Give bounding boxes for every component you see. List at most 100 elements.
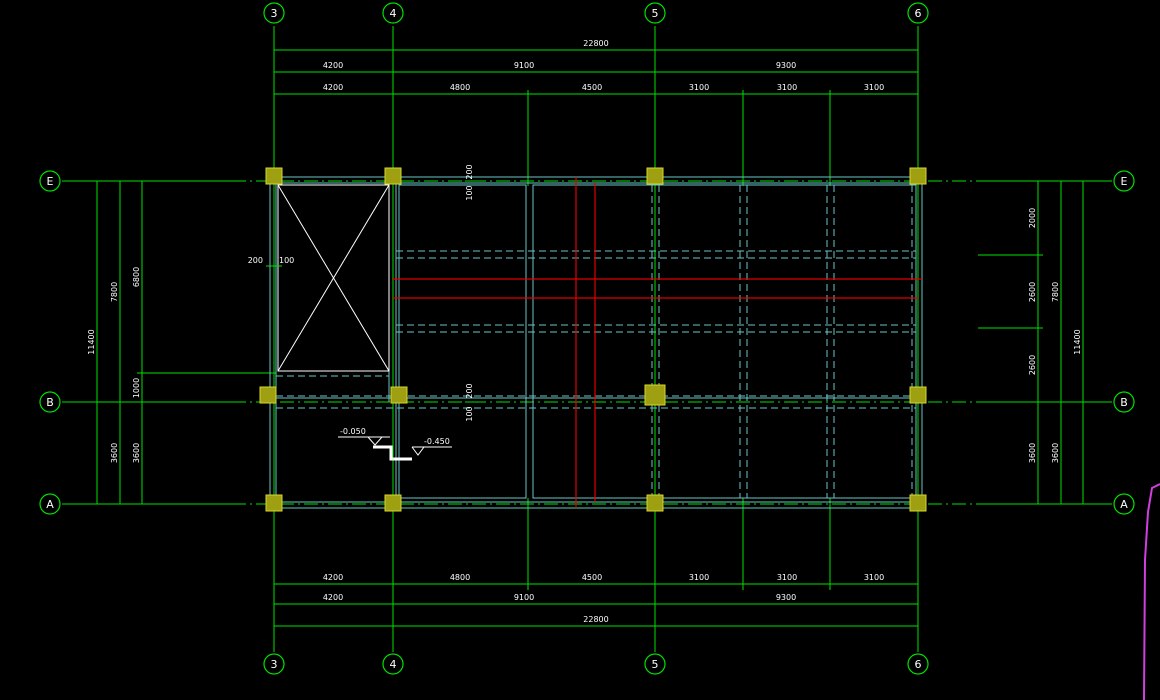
level-1-triangle bbox=[367, 436, 383, 446]
dim-bottom-detail-1: 4800 bbox=[450, 573, 470, 582]
dim-left-inner-0: 6800 bbox=[132, 267, 141, 287]
left-dimensions: 11400 7800 3600 6800 1000 3600 bbox=[87, 180, 276, 505]
dim-left-total: 11400 bbox=[87, 329, 96, 354]
dim-bottom-detail-5: 3100 bbox=[864, 573, 884, 582]
beam-mid-annotation-b: 100 bbox=[465, 406, 474, 421]
bubble-b-right bbox=[1113, 391, 1135, 413]
bubble-3-bottom-label: 3 bbox=[271, 658, 278, 671]
small-annotations: 200 100 200 100 200 100 bbox=[248, 164, 482, 422]
bubble-e-right-label: E bbox=[1121, 175, 1128, 188]
column-5b bbox=[644, 384, 666, 406]
column-3b bbox=[259, 386, 277, 404]
bubble-b-left bbox=[39, 391, 61, 413]
columns bbox=[259, 167, 927, 512]
bubble-4-top-label: 4 bbox=[390, 7, 397, 20]
dim-right-mid-1: 3600 bbox=[1051, 443, 1060, 463]
bubble-4-bottom bbox=[382, 653, 404, 675]
dim-top-mid-2: 9300 bbox=[776, 61, 796, 70]
column-6a bbox=[909, 494, 927, 512]
opening-frame bbox=[277, 184, 390, 372]
right-dimensions: 2000 2600 2600 3600 7800 3600 11400 bbox=[978, 180, 1088, 505]
dim-top-detail-1: 4800 bbox=[450, 83, 470, 92]
bubble-5-top-label: 5 bbox=[652, 7, 659, 20]
dim-top-total: 22800 bbox=[583, 39, 608, 48]
dim-top-detail-5: 3100 bbox=[864, 83, 884, 92]
opening-diagonal-2 bbox=[277, 184, 390, 372]
dim-left-mid-1: 3600 bbox=[110, 443, 119, 463]
axis-bubbles: 3 4 5 6 3 4 5 6 E B A E B A bbox=[39, 2, 1135, 675]
dim-left-inner-2: 3600 bbox=[132, 443, 141, 463]
axis-grid-lines bbox=[62, 26, 1112, 652]
column-4e bbox=[384, 167, 402, 185]
dim-bottom-mid-0: 4200 bbox=[323, 593, 343, 602]
bubble-3-top-label: 3 bbox=[271, 7, 278, 20]
column-6b bbox=[909, 386, 927, 404]
walls bbox=[269, 176, 923, 509]
bubble-a-right bbox=[1113, 493, 1135, 515]
level-2-triangle bbox=[411, 446, 425, 456]
bottom-dimensions: 4200 4800 4500 3100 3100 3100 4200 9100 … bbox=[274, 573, 918, 627]
bubble-6-bottom bbox=[907, 653, 929, 675]
column-3e bbox=[265, 167, 283, 185]
beam-mid-annotation-a: 200 bbox=[465, 383, 474, 398]
dim-bottom-total: 22800 bbox=[583, 615, 608, 624]
dim-right-inner-2: 2600 bbox=[1028, 355, 1037, 375]
dim-right-total: 11400 bbox=[1073, 329, 1082, 354]
bubble-6-top-label: 6 bbox=[915, 7, 922, 20]
dim-right-inner-0: 2000 bbox=[1028, 208, 1037, 228]
dim-right-inner-3: 3600 bbox=[1028, 443, 1037, 463]
outer-wall bbox=[269, 176, 923, 509]
dashed-beams bbox=[276, 185, 916, 498]
dim-bottom-detail-4: 3100 bbox=[777, 573, 797, 582]
dim-top-detail-2: 4500 bbox=[582, 83, 602, 92]
bubble-4-top bbox=[382, 2, 404, 24]
bubble-3-top bbox=[263, 2, 285, 24]
column-6e bbox=[909, 167, 927, 185]
bubble-a-left bbox=[39, 493, 61, 515]
dim-top-detail-3: 3100 bbox=[689, 83, 709, 92]
dim-bottom-mid-1: 9100 bbox=[514, 593, 534, 602]
bubble-e-left bbox=[39, 170, 61, 192]
bubble-e-left-label: E bbox=[47, 175, 54, 188]
level-2-text: -0.450 bbox=[424, 437, 450, 446]
column-5e bbox=[646, 167, 664, 185]
bubble-5-bottom bbox=[644, 653, 666, 675]
dim-left-mid-0: 7800 bbox=[110, 282, 119, 302]
bubble-b-left-label: B bbox=[46, 396, 54, 409]
magenta-boundary bbox=[1143, 483, 1160, 700]
bubble-3-bottom bbox=[263, 653, 285, 675]
level-1-text: -0.050 bbox=[340, 427, 366, 436]
dim-bottom-detail-2: 4500 bbox=[582, 573, 602, 582]
beam-top-annotation-b: 100 bbox=[465, 185, 474, 200]
bubble-6-top bbox=[907, 2, 929, 24]
dim-top-detail-0: 4200 bbox=[323, 83, 343, 92]
bubble-6-bottom-label: 6 bbox=[915, 658, 922, 671]
column-4a bbox=[384, 494, 402, 512]
level-markers: -0.050 -0.450 bbox=[338, 427, 452, 461]
dim-top-mid-0: 4200 bbox=[323, 61, 343, 70]
dim-right-inner-1: 2600 bbox=[1028, 282, 1037, 302]
dim-bottom-mid-2: 9300 bbox=[776, 593, 796, 602]
dim-bottom-detail-3: 3100 bbox=[689, 573, 709, 582]
column-4b bbox=[390, 386, 408, 404]
dim-bottom-detail-0: 4200 bbox=[323, 573, 343, 582]
bubble-e-right bbox=[1113, 170, 1135, 192]
top-dimensions: 22800 4200 9100 9300 4200 4800 4500 3100… bbox=[274, 39, 918, 95]
bubble-b-right-label: B bbox=[1120, 396, 1128, 409]
bubble-a-left-label: A bbox=[46, 498, 54, 511]
column-5a bbox=[646, 494, 664, 512]
dim-top-detail-4: 3100 bbox=[777, 83, 797, 92]
opening-annotation-b: 100 bbox=[279, 256, 294, 265]
bubble-a-right-label: A bbox=[1120, 498, 1128, 511]
room-panel-2 bbox=[532, 184, 917, 499]
red-lines bbox=[392, 177, 922, 508]
column-3a bbox=[265, 494, 283, 512]
bubble-4-bottom-label: 4 bbox=[390, 658, 397, 671]
bubble-5-top bbox=[644, 2, 666, 24]
dim-right-mid-0: 7800 bbox=[1051, 282, 1060, 302]
room-panel-1 bbox=[398, 184, 527, 499]
opening-annotation-a: 200 bbox=[248, 256, 263, 265]
beam-top-annotation-a: 200 bbox=[465, 164, 474, 179]
step-symbol bbox=[373, 445, 412, 461]
